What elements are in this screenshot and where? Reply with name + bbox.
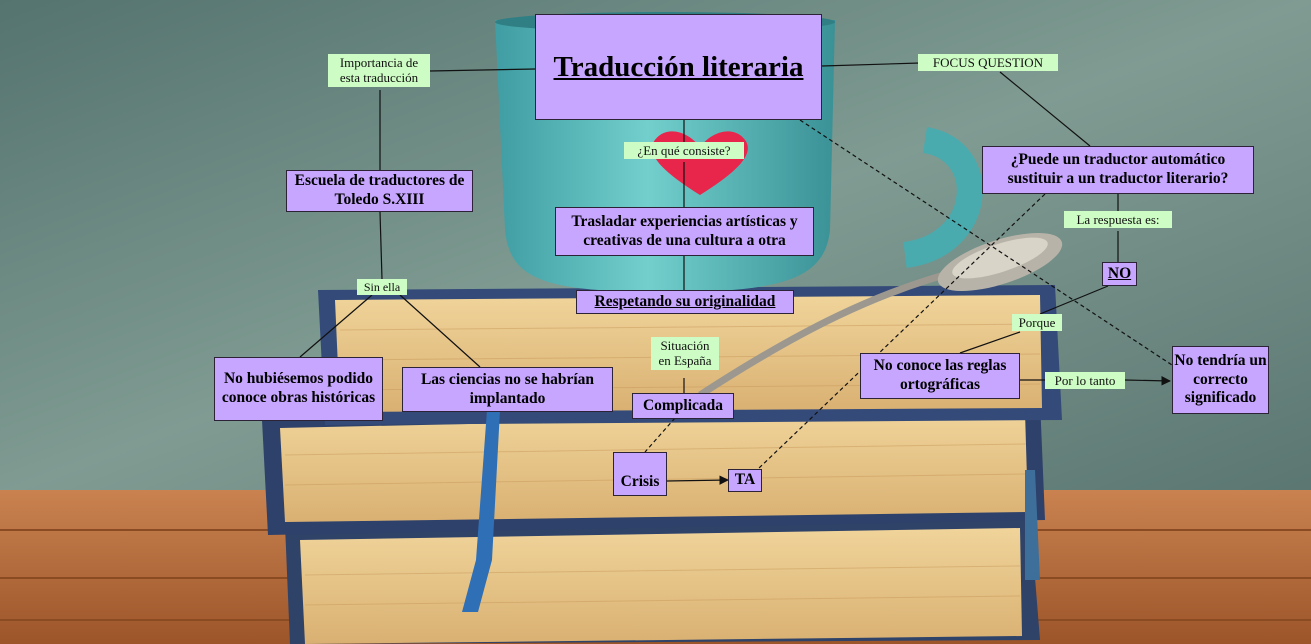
label-sin-ella: Sin ella: [357, 279, 407, 296]
link-title-importancia: [429, 68, 536, 72]
node-trasladar: Trasladar experiencias artísticas y crea…: [555, 207, 814, 256]
dashed-title-notendria: [799, 119, 1173, 366]
dashed-puede-ta: [756, 193, 1046, 471]
dashed-complicada-crisis: [644, 417, 676, 453]
arrow-porlotanto-notendria: [1124, 376, 1171, 386]
label-focus-question: FOCUS QUESTION: [918, 54, 1058, 72]
link-sinella-ciencias: [399, 294, 481, 368]
node-no-hubiesemos: No hubiésemos podido conoce obras histór…: [214, 357, 383, 421]
node-crisis: Crisis: [613, 452, 667, 496]
link-escuela-sinella: [379, 211, 383, 280]
link-no-porque: [1039, 285, 1109, 315]
label-respuesta: La respuesta es:: [1064, 211, 1172, 229]
map-title: Traducción literaria: [535, 14, 822, 120]
node-no: NO: [1102, 262, 1137, 286]
label-en-que-consiste: ¿En qué consiste?: [624, 142, 744, 160]
node-no-conoce: No conoce las reglas ortográficas: [860, 353, 1020, 399]
label-importancia: Importancia de esta traducción: [328, 54, 430, 87]
label-situacion: Situación en España: [651, 337, 719, 370]
link-sinella-nohubiesemos: [299, 294, 373, 358]
node-ciencias: Las ciencias no se habrían implantado: [402, 367, 613, 412]
node-respetando: Respetando su originalidad: [576, 290, 794, 314]
spoon: [698, 232, 1063, 398]
link-title-focus: [821, 62, 921, 67]
arrow-crisis-ta: [666, 475, 729, 485]
node-no-tendria: No tendría un correcto significado: [1172, 346, 1269, 414]
node-ta: TA: [728, 469, 762, 492]
label-porque: Porque: [1012, 314, 1062, 332]
node-puede-traductor: ¿Puede un traductor automático sustituir…: [982, 146, 1254, 194]
node-escuela-toledo: Escuela de traductores de Toledo S.XIII: [286, 170, 473, 212]
link-porque-noconoce: [959, 331, 1021, 354]
node-complicada: Complicada: [632, 393, 734, 419]
link-focus-puede: [999, 71, 1091, 147]
label-por-lo-tanto: Por lo tanto: [1045, 372, 1125, 390]
